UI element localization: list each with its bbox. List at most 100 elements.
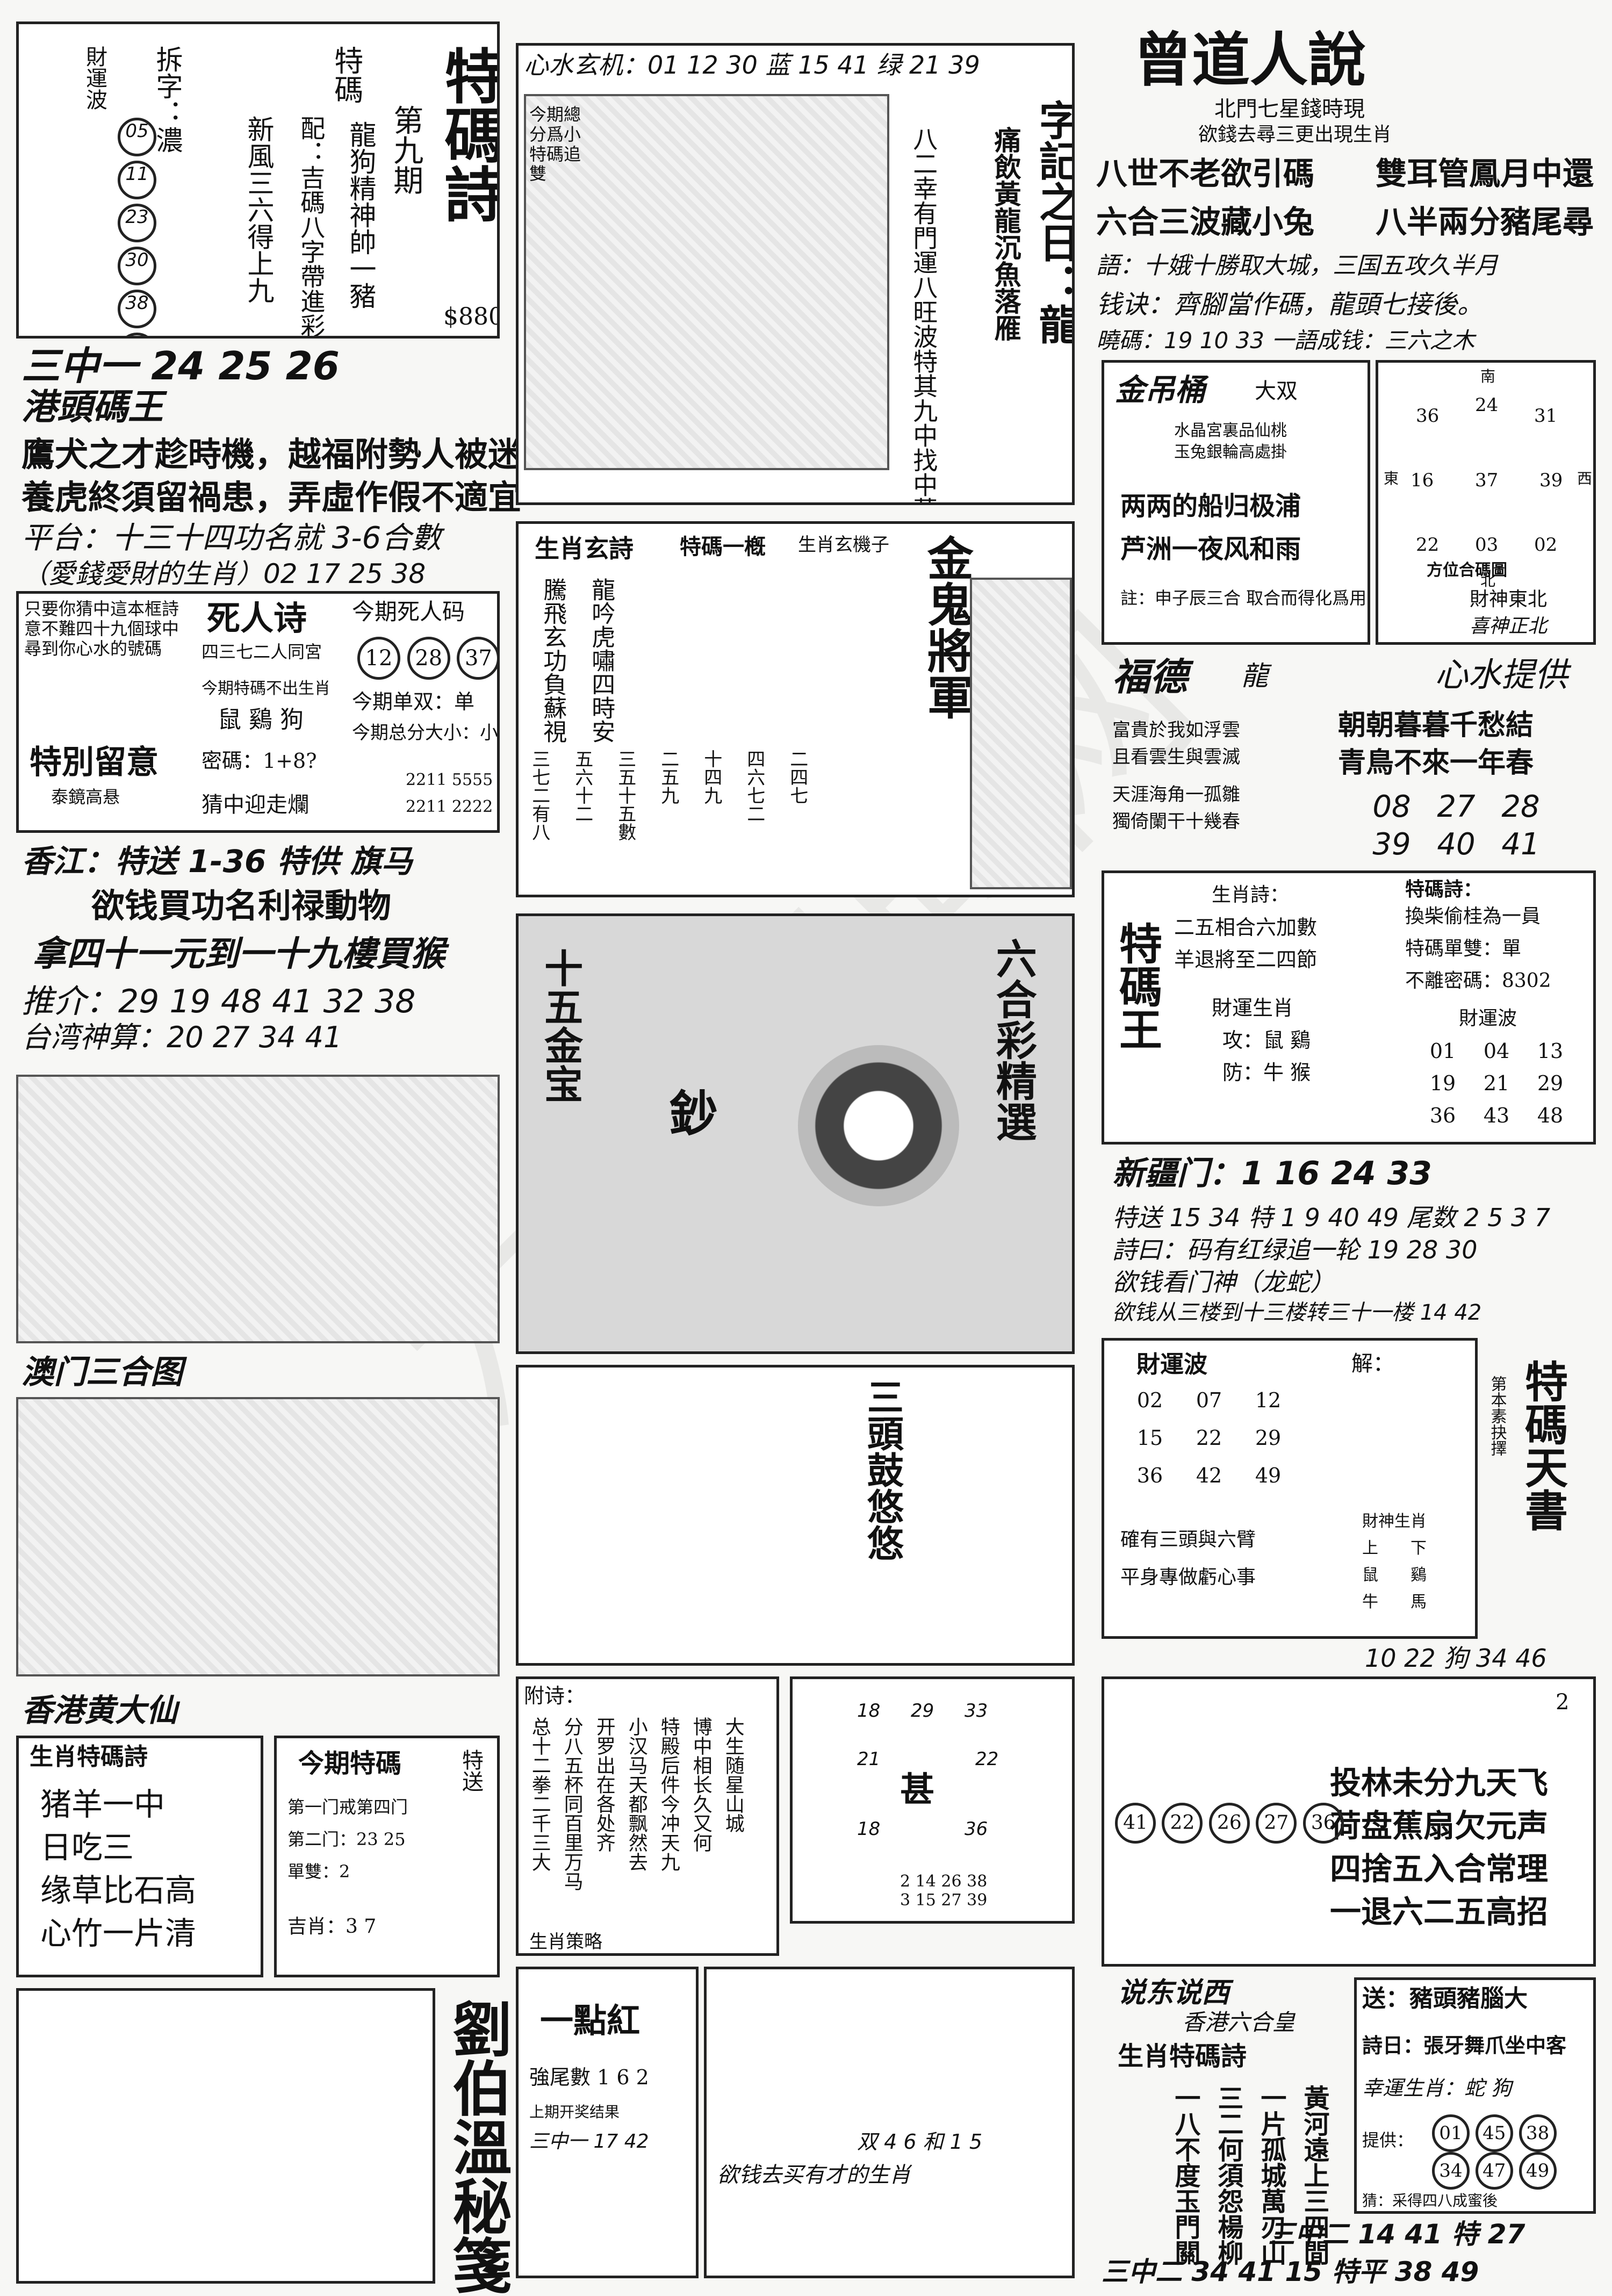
pig-nums-1: 01 45 38	[1432, 2114, 1557, 2152]
fude-num: 28	[1501, 789, 1540, 824]
tm-cy: 財運生肖	[1212, 996, 1294, 1020]
tema-poem-box: 特碼詩 第九期 $880 特碼 龍狗精神帥一豬 配：吉碼八字帶進彩 新風三六得上…	[16, 21, 500, 339]
jiugong-num: 18	[857, 1818, 881, 1840]
dead-zodiac: 鼠 鷄 狗	[218, 706, 304, 733]
qi-line-4: 吉肖：3 7	[287, 1916, 377, 1938]
tm-sx1: 二五相合六加數	[1174, 916, 1318, 939]
pin-line: 四捨五入合常理	[1330, 1851, 1549, 1887]
pig-poem: 詩日：張牙舞爪坐中客	[1362, 2033, 1567, 2057]
bucket-note: 註：申子辰三合 取合而得化爲用	[1120, 588, 1367, 608]
cyb-jie: 解：	[1351, 1351, 1394, 1376]
yidianhong-title: 一點紅	[540, 2001, 641, 2040]
zodiac-line-2: 日吃三	[40, 1829, 134, 1866]
master-sub2: 欲錢去尋三更出現生肖	[1198, 124, 1392, 146]
jq-6: 四六七二	[743, 750, 765, 823]
pig-num: 34	[1432, 2152, 1470, 2190]
dir-num: 22	[1416, 534, 1440, 556]
final-line-1: 三中二 14 41 特 27	[1268, 2219, 1525, 2250]
buy-line: 拿四十一元到一十九樓買猴	[32, 934, 445, 974]
bucket-title: 金吊桶	[1115, 373, 1205, 408]
grid-num: 39	[967, 1890, 988, 1910]
tema-poem-title: 特碼詩	[434, 46, 500, 223]
cyb-num: 36	[1136, 1464, 1163, 1487]
this-issue-box: 今期特碼 第一门戒第四门 第二门：23 25 單雙：2 吉肖：3 7 特送	[274, 1736, 500, 1977]
bottom-left-verse	[16, 1988, 435, 2284]
fushi-box: 附诗： 总十二拳二千三大 分八五杯同百里万马 开罗出在各处齐 小汉马天都飘然去 …	[516, 1676, 779, 1956]
gui-title: 金鬼將軍	[919, 535, 974, 719]
cw-num: 04	[1483, 1039, 1510, 1063]
jiugong-num: 22	[975, 1748, 999, 1770]
phone-2: 2211 2222	[406, 797, 493, 816]
yd-question: 欲钱去买有才的生肖	[717, 2163, 911, 2187]
xinshui-head: 心水玄机：01 12 30 蓝 15 41 绿 21 39	[524, 51, 980, 80]
pig-title: 送：豬頭豬腦大	[1362, 1985, 1528, 2012]
cw-num: 13	[1537, 1039, 1564, 1063]
tmts-title: 特碼天書	[1518, 1359, 1568, 1531]
master-l2: 雙耳管鳳月中還	[1376, 155, 1594, 192]
zodiac-line-4: 心竹一片清	[40, 1915, 197, 1952]
dead-code-title: 今期死人码	[352, 599, 465, 625]
master-sub: 北門七星錢時現	[1214, 97, 1365, 121]
fude-num: 08	[1372, 789, 1411, 824]
tmts-cs-row2: 牛 馬	[1362, 1593, 1427, 1612]
tmts-sub: 第本素抉擇	[1487, 1376, 1507, 1456]
bucket-p3: 两两的船归极浦	[1120, 491, 1301, 521]
fude-title: 福德	[1112, 655, 1188, 699]
fushi-6: 博中相长久又何	[689, 1717, 712, 1852]
grid-num: 3	[900, 1890, 911, 1910]
fude-poem-2: 青鳥不來一年春	[1338, 746, 1534, 779]
sxj-t2: 特碼一槪	[680, 534, 766, 559]
bot-num: 22	[1162, 1803, 1203, 1844]
fushi-7: 大生随星山城	[722, 1717, 744, 1833]
ss-c3: 三二何須怨楊柳	[1213, 2085, 1243, 2265]
grid-num: 14	[915, 1872, 936, 1891]
jq-5: 十四九	[700, 750, 722, 804]
bagua-box: 十五金宝 鈔 六合彩精選	[516, 913, 1075, 1354]
issue-number: 第九期	[388, 105, 423, 195]
pig-nums-2: 34 47 49	[1432, 2152, 1557, 2190]
fushi-1: 总十二拳二千三大	[528, 1717, 551, 1872]
sxj-t3: 生肖玄機子	[798, 534, 889, 556]
top-rt: 八二幸有門運八旺波特其九中找中萬	[909, 126, 939, 505]
tm-cw: 財運波	[1459, 1007, 1517, 1030]
tmts-cs-row1: 鼠 鷄	[1362, 1566, 1427, 1585]
cw-num: 21	[1483, 1071, 1510, 1095]
fushi-5: 特殿后件今冲天九	[657, 1717, 680, 1872]
cs-zod: 馬	[1410, 1593, 1427, 1611]
dir-south: 南	[1480, 368, 1496, 385]
cw-num: 36	[1429, 1104, 1456, 1127]
dead-poem-box: 只要你猜中這本框詩意不難四十九個球中尋到你心水的號碼 死人诗 四三七二人同宮 今…	[16, 591, 500, 833]
gangtou-title: 港頭碼王	[21, 386, 163, 428]
pig-num: 38	[1519, 2114, 1557, 2152]
cyb-title: 財運波	[1136, 1351, 1207, 1378]
golden-bucket: 金吊桶 大双 水晶宮裏品仙桃 玉兔銀輪高處掛 两两的船归极浦 芦洲一夜风和雨 註…	[1102, 360, 1370, 645]
tema-king-title: 特碼王	[1112, 922, 1163, 1050]
tmts-cs: 財神生肖	[1362, 1512, 1427, 1531]
grid-num: 27	[941, 1890, 962, 1910]
dir-num: 16	[1410, 470, 1434, 491]
tm-sp3: 不離密碼：8302	[1405, 970, 1551, 992]
dead-mi: 密碼：1+8?	[202, 749, 317, 773]
pig-head-box: 送：豬頭豬腦大 詩日：張牙舞爪坐中客 幸運生肖：蛇 狗 提供： 01 45 38…	[1354, 1977, 1596, 2214]
dir-east: 東	[1384, 470, 1399, 487]
fude-num: 27	[1437, 789, 1476, 824]
jq-4: 二五九	[657, 750, 679, 804]
tmts-cs-pos: 上 下	[1362, 1539, 1427, 1558]
shuodong-hd: 生肖特碼詩	[1118, 2041, 1247, 2071]
special-note: 特別留意	[30, 744, 159, 781]
master-l7: 曉碼：19 10 33 一語成钱：三六之木	[1096, 327, 1475, 354]
tm-sx2: 羊退將至二四節	[1174, 948, 1318, 971]
top-poem: 痛飲黃龍沉魚落雁	[990, 126, 1022, 341]
pig-ti: 提供：	[1362, 2130, 1414, 2150]
fude-poem-1: 朝朝暮暮千愁結	[1338, 709, 1534, 742]
zodiac-xuan-box: 生肖玄詩 特碼一槪 生肖玄機子 龍吟虎嘯四時安 騰飛玄功負蘇視 金鬼將軍 三七二…	[516, 521, 1075, 897]
taiwan-line: 台湾神算：20 27 34 41	[21, 1020, 342, 1054]
grid-num: 15	[915, 1890, 936, 1910]
tm-sp: 特碼詩：	[1405, 878, 1483, 901]
bot-num: 26	[1208, 1803, 1250, 1844]
